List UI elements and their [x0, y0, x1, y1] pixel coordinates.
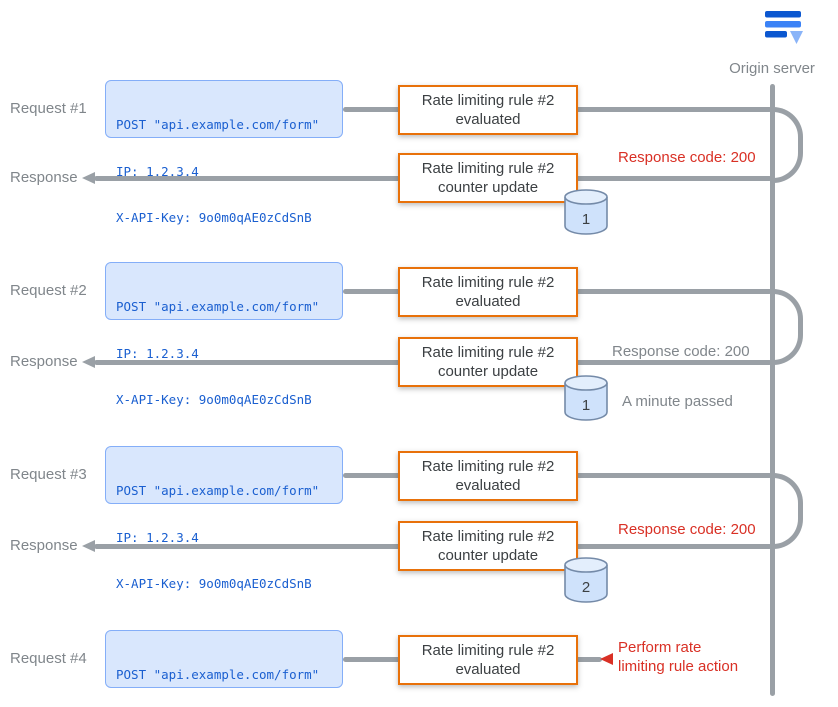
payload-line-post: POST "api.example.com/form"	[116, 483, 320, 498]
payload-line-post: POST "api.example.com/form"	[116, 667, 320, 682]
rule-evaluated-line2: evaluated	[455, 111, 521, 128]
origin-server-icon	[760, 4, 806, 55]
counter-db-icon-1: 1	[560, 188, 612, 241]
request-1-label: Request #1	[10, 100, 87, 117]
payload-line-ip: IP: 1.2.3.4	[116, 345, 199, 361]
rule-evaluated-box-2: Rate limiting rule #2 evaluated	[398, 267, 578, 317]
rule-evaluated-line1: Rate limiting rule #2	[421, 274, 555, 291]
rule-evaluated-line2: evaluated	[455, 477, 521, 494]
rule-evaluated-line1: Rate limiting rule #2	[421, 458, 555, 475]
response-1-label: Response	[10, 169, 78, 186]
response-3-label: Response	[10, 537, 78, 554]
arc-connector-2	[773, 289, 803, 365]
counter-update-line2: counter update	[437, 547, 539, 564]
rate-limit-action-line1: Perform rate	[618, 639, 702, 656]
counter-value-2: 1	[582, 397, 590, 414]
rule-evaluated-line1: Rate limiting rule #2	[421, 642, 555, 659]
response-code-annotation-3: Response code: 200	[618, 521, 756, 538]
request-3-label: Request #3	[10, 466, 87, 483]
rule-evaluated-box-4: Rate limiting rule #2 evaluated	[398, 635, 578, 685]
rule-action-arrowhead	[600, 653, 613, 665]
counter-update-line1: Rate limiting rule #2	[421, 528, 555, 545]
request-payload-box-2: POST "api.example.com/form" IP: 1.2.3.4 …	[105, 262, 343, 407]
counter-update-line2: counter update	[437, 363, 539, 380]
response-1-arrowhead	[82, 172, 95, 184]
origin-server-label: Origin server	[729, 60, 815, 77]
payload-line-post: POST "api.example.com/form"	[116, 299, 320, 314]
counter-value-3: 2	[582, 579, 590, 596]
counter-value-1: 1	[582, 211, 590, 228]
response-2-arrowhead	[82, 356, 95, 368]
payload-line-apikey: X-API-Key: 9o0m0qAE0zCdSnB	[116, 210, 312, 225]
rule-evaluated-line2: evaluated	[455, 293, 521, 310]
counter-note-2: A minute passed	[622, 393, 733, 410]
rule-evaluated-line1: Rate limiting rule #2	[421, 92, 555, 109]
payload-line-apikey: X-API-Key: 9o0m0qAE0zCdSnB	[116, 392, 312, 407]
request-payload-box-1: POST "api.example.com/form" IP: 1.2.3.4 …	[105, 80, 343, 225]
counter-update-box-2: Rate limiting rule #2 counter update	[398, 337, 578, 387]
rate-limit-action-annotation: Perform rate limiting rule action	[618, 638, 738, 676]
request-payload-box-3: POST "api.example.com/form" IP: 1.2.3.4 …	[105, 446, 343, 591]
rule-evaluated-box-3: Rate limiting rule #2 evaluated	[398, 451, 578, 501]
counter-update-line1: Rate limiting rule #2	[421, 344, 555, 361]
counter-db-icon-2: 1	[560, 374, 612, 427]
rate-limit-action-line2: limiting rule action	[618, 658, 739, 675]
arc-connector-3	[773, 473, 803, 549]
counter-update-line2: counter update	[437, 179, 539, 196]
response-2-label: Response	[10, 353, 78, 370]
counter-update-box-3: Rate limiting rule #2 counter update	[398, 521, 578, 571]
origin-lifeline	[770, 84, 775, 696]
response-3-arrowhead	[82, 540, 95, 552]
response-code-annotation-1: Response code: 200	[618, 149, 756, 166]
rule-evaluated-box-1: Rate limiting rule #2 evaluated	[398, 85, 578, 135]
request-payload-box-4: POST "api.example.com/form" IP: 1.2.3.4 …	[105, 630, 343, 688]
counter-db-icon-3: 2	[560, 556, 612, 609]
payload-line-ip: IP: 1.2.3.4	[116, 529, 199, 545]
response-code-annotation-2: Response code: 200	[612, 343, 750, 360]
request-4-label: Request #4	[10, 650, 87, 667]
payload-line-apikey: X-API-Key: 9o0m0qAE0zCdSnB	[116, 576, 312, 591]
arc-connector-1	[773, 107, 803, 183]
payload-line-post: POST "api.example.com/form"	[116, 117, 320, 132]
rule-evaluated-line2: evaluated	[455, 661, 521, 678]
counter-update-box-1: Rate limiting rule #2 counter update	[398, 153, 578, 203]
counter-update-line1: Rate limiting rule #2	[421, 160, 555, 177]
payload-line-ip: IP: 1.2.3.4	[116, 163, 199, 179]
request-2-label: Request #2	[10, 282, 87, 299]
